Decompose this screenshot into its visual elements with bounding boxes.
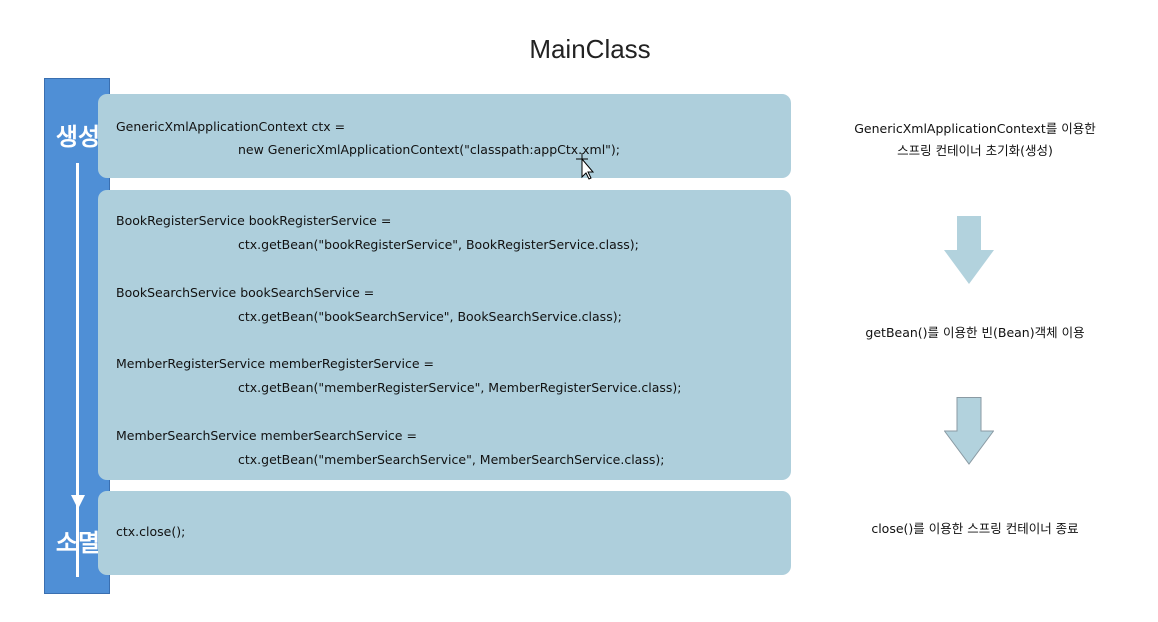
create-code-line2: new GenericXmlApplicationContext("classp… bbox=[238, 142, 621, 157]
use-code-line1: BookSearchService bookSearchService = bbox=[116, 285, 375, 300]
use-code-line1: MemberRegisterService memberRegisterServ… bbox=[116, 356, 434, 371]
lifecycle-start-label: 생성 bbox=[55, 123, 101, 151]
use-code-line2: ctx.getBean("bookRegisterService", BookR… bbox=[238, 237, 639, 252]
down-arrow-icon bbox=[944, 397, 994, 465]
create-description-line2: 스프링 컨테이너 초기화(생성) bbox=[897, 143, 1053, 158]
diagram-title: MainClass bbox=[529, 34, 651, 64]
lifecycle-line bbox=[76, 163, 79, 577]
lifecycle-arrowhead-icon bbox=[71, 495, 85, 509]
use-code-line2: ctx.getBean("bookSearchService", BookSea… bbox=[238, 309, 622, 324]
use-panel bbox=[98, 190, 791, 480]
use-code-line1: MemberSearchService memberSearchService … bbox=[116, 428, 417, 443]
use-code-line2: ctx.getBean("memberSearchService", Membe… bbox=[238, 452, 665, 467]
create-description: GenericXmlApplicationContext를 이용한 스프링 컨테… bbox=[810, 118, 1140, 162]
create-description-line1: GenericXmlApplicationContext를 이용한 bbox=[854, 121, 1096, 136]
down-arrow-icon bbox=[944, 216, 994, 284]
lifecycle-end-label: 소멸 bbox=[55, 529, 101, 557]
use-description: getBean()를 이용한 빈(Bean)객체 이용 bbox=[865, 325, 1085, 340]
create-panel bbox=[98, 94, 791, 178]
create-code-line1: GenericXmlApplicationContext ctx = bbox=[116, 119, 346, 134]
use-code-line2: ctx.getBean("memberRegisterService", Mem… bbox=[238, 380, 682, 395]
destroy-code-line1: ctx.close(); bbox=[116, 524, 186, 539]
use-code-line1: BookRegisterService bookRegisterService … bbox=[116, 213, 392, 228]
destroy-description: close()를 이용한 스프링 컨테이너 종료 bbox=[871, 521, 1079, 536]
mouse-cursor-icon bbox=[576, 153, 595, 180]
destroy-panel bbox=[98, 491, 791, 575]
